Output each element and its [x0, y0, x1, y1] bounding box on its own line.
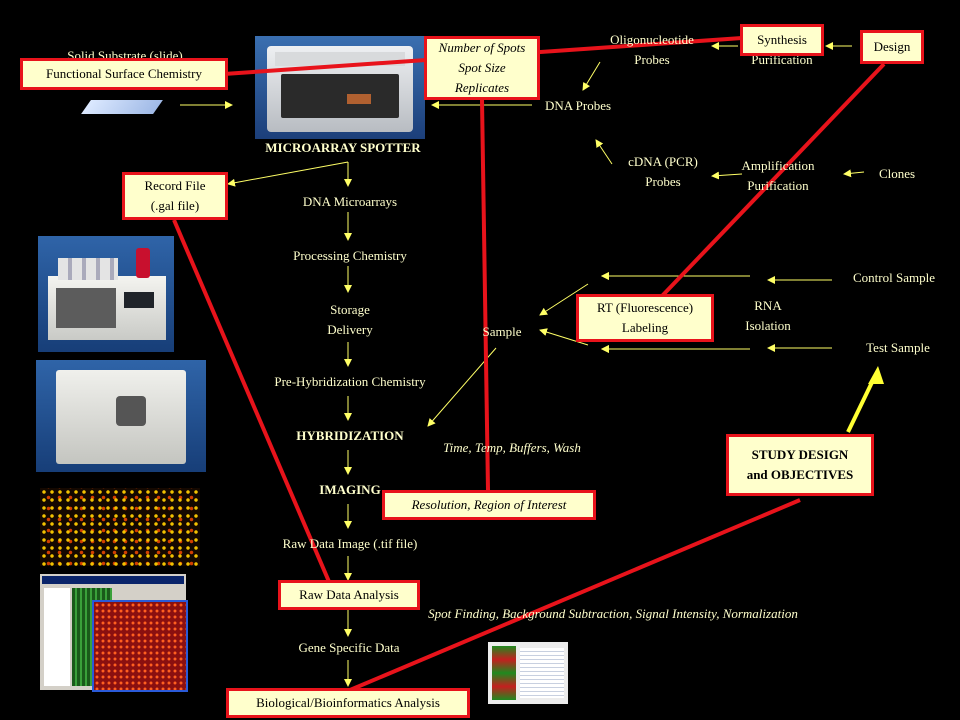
rt-labeling-box: RT (Fluorescence) Labeling: [576, 294, 714, 342]
cdna-probes-label: cDNA (PCR) Probes: [628, 154, 698, 189]
prehyb-label: Pre-Hybridization Chemistry: [274, 374, 426, 389]
design-box: Design: [860, 30, 924, 64]
gene-data-label: Gene Specific Data: [298, 640, 400, 655]
synthesis-box: Synthesis: [740, 24, 824, 56]
dna-probes-label: DNA Probes: [544, 98, 612, 113]
control-sample-label: Control Sample: [853, 270, 935, 285]
imaging-label: IMAGING: [319, 482, 381, 497]
dna-microarrays-label: DNA Microarrays: [302, 194, 398, 209]
array-image-photo: [40, 488, 200, 566]
resolution-box: Resolution, Region of Interest: [382, 490, 596, 520]
fluidics-station-photo: [38, 236, 174, 352]
rna-isolation-label: RNA Isolation: [745, 298, 791, 333]
functional-surface-box: Functional Surface Chemistry: [20, 58, 228, 90]
test-sample-label: Test Sample: [866, 340, 930, 355]
storage-delivery-label: Storage Delivery: [327, 302, 373, 337]
spotter-title: MICROARRAY SPOTTER: [265, 140, 421, 155]
bio-analysis-box: Biological/Bioinformatics Analysis: [226, 688, 470, 718]
analysis-software-screenshot: [40, 574, 188, 692]
raw-analysis-box: Raw Data Analysis: [278, 580, 420, 610]
heatmap-screenshot: [488, 642, 568, 704]
processing-chemistry-label: Processing Chemistry: [293, 248, 407, 263]
record-file-box: Record File (.gal file): [122, 172, 228, 220]
clones-label: Clones: [878, 166, 916, 181]
study-design-box: STUDY DESIGN and OBJECTIVES: [726, 434, 874, 496]
sample-label: Sample: [482, 324, 522, 339]
spotter-photo: [255, 36, 425, 139]
spot-params-box: Number of Spots Spot Size Replicates: [424, 36, 540, 100]
spot-finding-label: Spot Finding, Background Subtraction, Si…: [428, 606, 798, 621]
oligo-probes-label: Oligonucleotide Probes: [610, 32, 694, 67]
raw-image-label: Raw Data Image (.tif file): [282, 536, 418, 551]
time-temp-label: Time, Temp, Buffers, Wash: [443, 440, 581, 455]
amplification-label: Amplification Purification: [741, 158, 815, 193]
scanner-photo: [36, 360, 206, 472]
hybridization-label: HYBRIDIZATION: [296, 428, 404, 443]
